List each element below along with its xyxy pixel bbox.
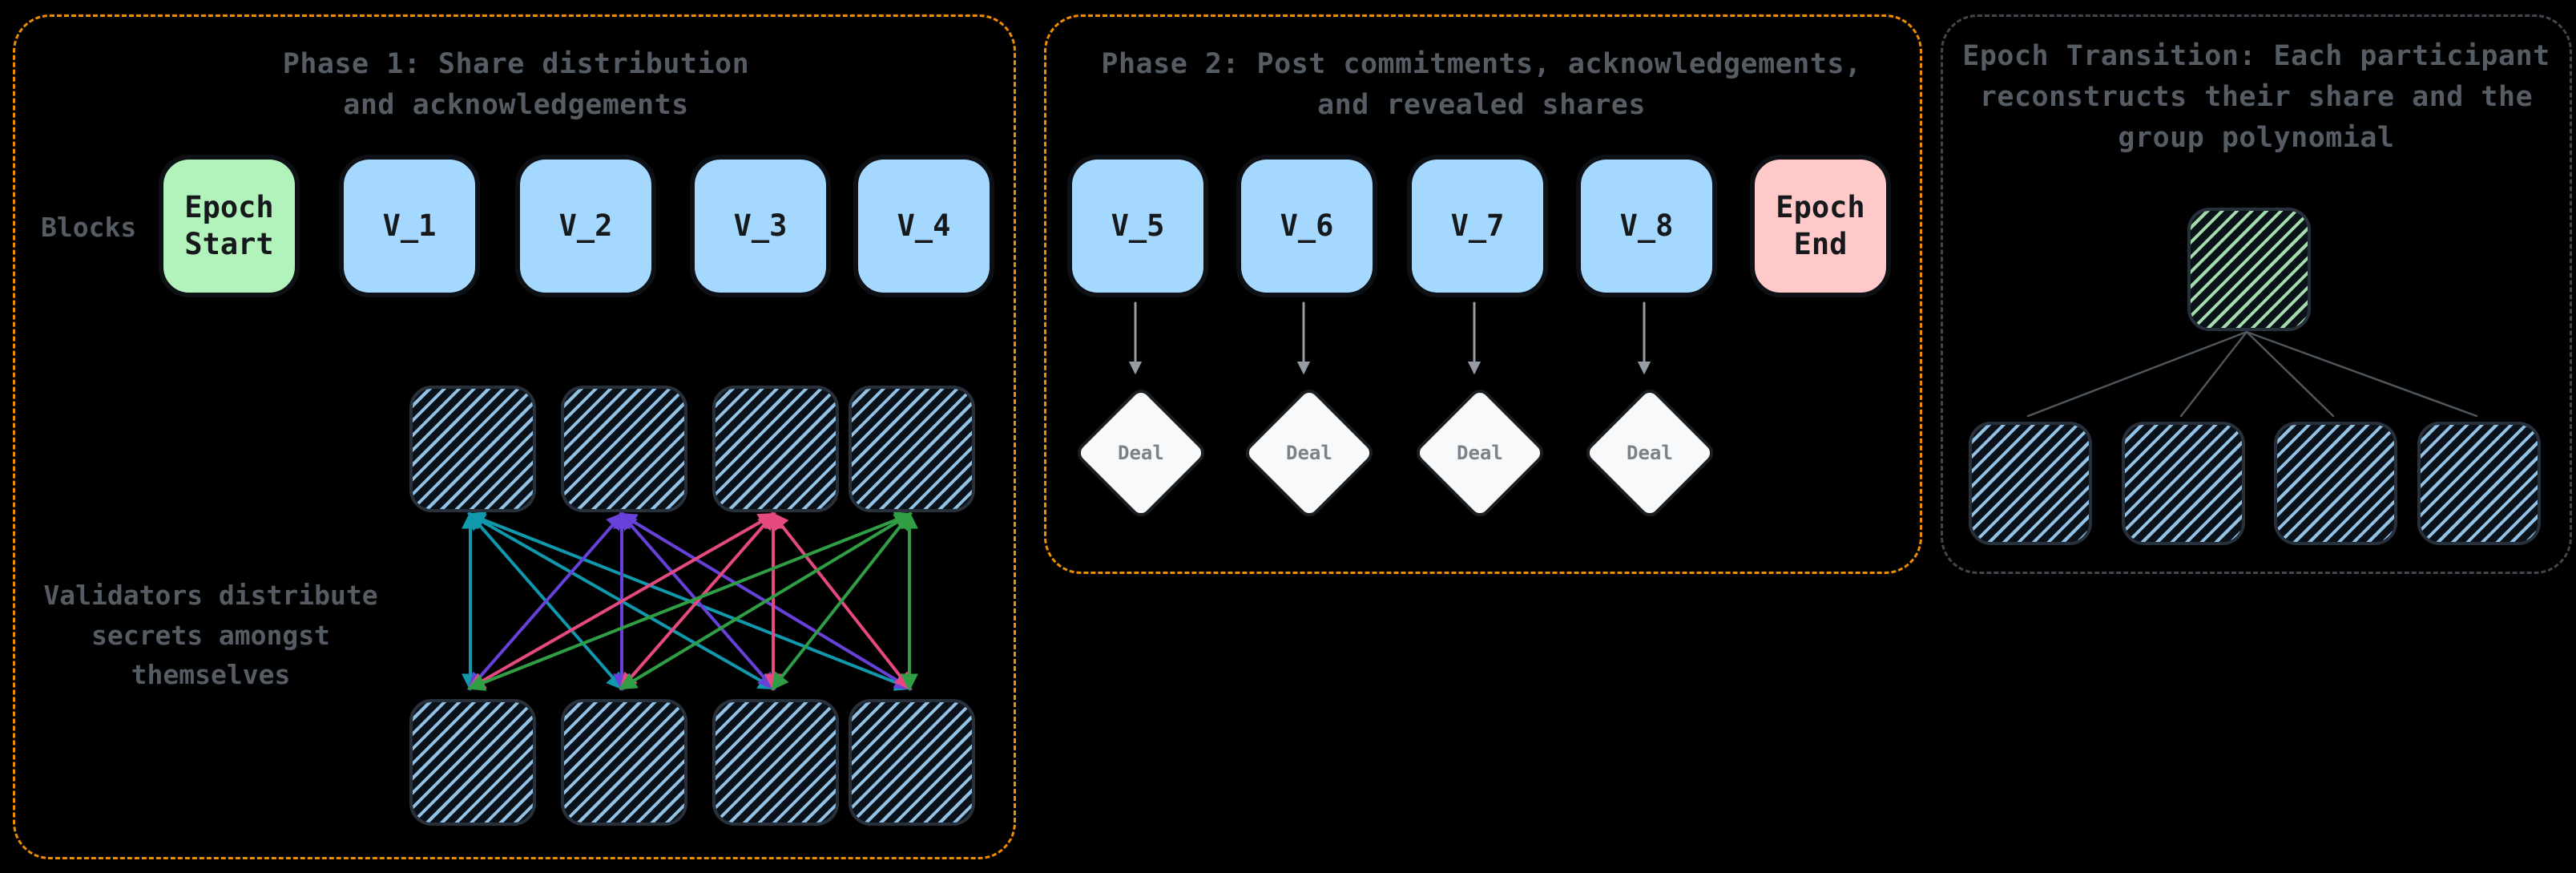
deal-diamond: Deal [1582,385,1718,521]
phase2-title: Phase 2: Post commitments, acknowledgeme… [1101,48,1862,121]
validator-secret-square [409,699,536,826]
phase1-container: Phase 1: Share distribution and acknowle… [13,14,1016,859]
validator-secret-square [561,699,687,826]
reconstructed-share-square [2274,422,2397,545]
group-polynomial-square [2187,208,2311,331]
block-epoch-start: Epoch Start [159,155,300,297]
block-v1: V_1 [339,155,480,297]
reconstructed-share-square [2417,422,2541,545]
block-v8: V_8 [1576,155,1717,297]
phase2-container: Phase 2: Post commitments, acknowledgeme… [1044,14,1922,574]
deal-label: Deal [1457,441,1503,464]
deal-diamond: Deal [1073,385,1209,521]
reconstructed-share-square [1969,422,2092,545]
epoch-transition-container: Epoch Transition: Each participant recon… [1941,14,2572,574]
block-v2: V_2 [515,155,656,297]
deal-label: Deal [1118,441,1164,464]
blocks-label: Blocks [41,212,137,243]
block-epoch-end: Epoch End [1750,155,1891,297]
epoch-transition-title: Epoch Transition: Each participant recon… [1962,40,2550,154]
validators-label: Validators distribute secrets amongst th… [43,580,378,690]
block-v4: V_4 [853,155,994,297]
validator-secret-square [712,699,839,826]
validator-secret-square [712,386,839,512]
block-v5: V_5 [1067,155,1208,297]
reconstructed-share-square [2122,422,2245,545]
block-v3: V_3 [690,155,831,297]
validator-secret-square [849,699,975,826]
block-v6: V_6 [1236,155,1377,297]
deal-diamond: Deal [1241,385,1377,521]
block-v7: V_7 [1407,155,1548,297]
deal-label: Deal [1627,441,1673,464]
deal-label: Deal [1286,441,1332,464]
validator-secret-square [849,386,975,512]
deal-diamond: Deal [1412,385,1548,521]
validator-secret-square [561,386,687,512]
validator-secret-square [409,386,536,512]
phase1-title: Phase 1: Share distribution and acknowle… [282,48,750,121]
